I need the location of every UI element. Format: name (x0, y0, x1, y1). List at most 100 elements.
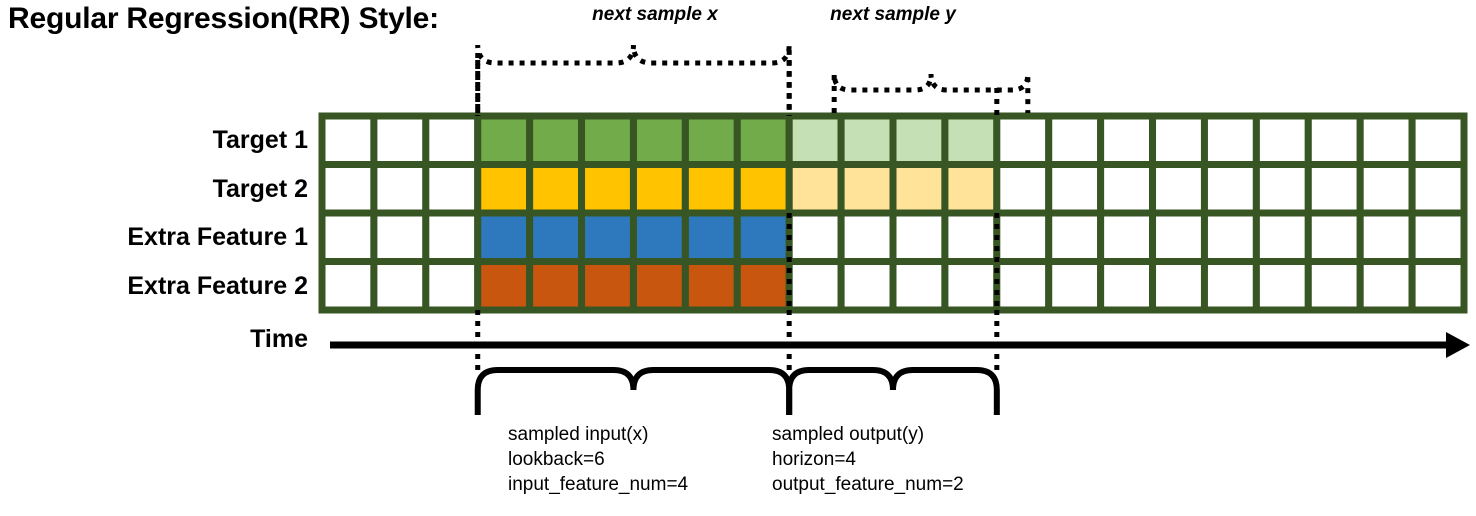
grid-cell (681, 112, 741, 168)
grid-cell (370, 209, 430, 265)
caption-output-line-1: sampled output(y) (772, 424, 925, 445)
grid-cell (733, 112, 793, 168)
row-label-extra-feature-1: Extra Feature 1 (127, 223, 308, 252)
grid-cell (1252, 112, 1312, 168)
grid-cell (1408, 258, 1468, 314)
grid-cell (422, 258, 482, 314)
grid-cell (993, 258, 1053, 314)
grid-cell (889, 209, 949, 265)
grid-cell (422, 209, 482, 265)
row-label-extra-feature-2: Extra Feature 2 (127, 271, 308, 300)
grid-cell (1304, 209, 1364, 265)
grid-cell (526, 258, 586, 314)
grid-cell (1097, 161, 1157, 217)
grid-cells (318, 112, 1468, 314)
grid-cell (1304, 258, 1364, 314)
grid-cell (474, 112, 534, 168)
grid-cell (785, 258, 845, 314)
grid-cell (837, 258, 897, 314)
grid-cell (1149, 161, 1208, 217)
grid-cell (1252, 209, 1312, 265)
grid-cell (681, 161, 741, 217)
grid-cell (370, 112, 430, 168)
brace-bottom-sampled-input (474, 367, 793, 415)
grid-cell (681, 258, 741, 314)
grid-cell (1149, 258, 1208, 314)
grid-cell (629, 161, 689, 217)
grid-cell (318, 161, 378, 217)
grid-cell (629, 258, 689, 314)
grid-cell (941, 258, 1001, 314)
page-title: Regular Regression(RR) Style: (8, 2, 439, 35)
grid-cell (474, 209, 534, 265)
caption-sampled-output: sampled output(y) horizon=4 output_featu… (772, 422, 964, 497)
grid-cell (1356, 161, 1416, 217)
grid-cell (1097, 258, 1157, 314)
grid-cell (785, 112, 845, 168)
grid-cell (993, 112, 1053, 168)
grid-cell (1408, 161, 1468, 217)
grid-cell (1356, 258, 1416, 314)
grid-cell (578, 258, 637, 314)
grid-cell (1097, 112, 1157, 168)
caption-output-line-3: output_feature_num=2 (772, 474, 964, 495)
brace-top-next-sample-y (831, 73, 1031, 113)
grid-cell (785, 161, 845, 217)
grid-cell (941, 161, 1001, 217)
grid-cell (526, 209, 586, 265)
brace-top-next-sample-x (475, 44, 792, 113)
grid-cell (733, 258, 793, 314)
grid-cell (422, 161, 482, 217)
grid-cell (993, 161, 1053, 217)
grid-cell (578, 161, 637, 217)
grid-cell (1045, 209, 1105, 265)
grid-cell (1408, 112, 1468, 168)
grid-cell (1356, 112, 1416, 168)
grid-cell (1200, 258, 1260, 314)
grid-cell (889, 112, 949, 168)
time-axis-label: Time (250, 325, 308, 353)
grid-cell (474, 258, 534, 314)
grid-cell (993, 209, 1053, 265)
grid-cell (1045, 161, 1105, 217)
grid-cell (370, 161, 430, 217)
caption-input-line-3: input_feature_num=4 (508, 474, 689, 495)
grid-cell (422, 112, 482, 168)
caption-input-line-2: lookback=6 (508, 449, 605, 470)
grid-cell (318, 258, 378, 314)
grid-cell (370, 258, 430, 314)
grid-cell (1097, 209, 1157, 265)
grid-cell (681, 209, 741, 265)
caption-output-line-2: horizon=4 (772, 449, 856, 470)
grid-cell (837, 209, 897, 265)
row-label-target-2: Target 2 (212, 174, 308, 203)
annotation-next-sample-y: next sample y (830, 4, 956, 25)
annotation-next-sample-x: next sample x (592, 4, 718, 25)
grid-cell (733, 161, 793, 217)
grid-cell (1408, 209, 1468, 265)
grid-cell (1200, 161, 1260, 217)
caption-input-line-1: sampled input(x) (508, 424, 649, 445)
grid-cell (1200, 209, 1260, 265)
grid-cell (1200, 112, 1260, 168)
grid-cell (474, 161, 534, 217)
grid-cell (578, 112, 637, 168)
grid-cell (1252, 161, 1312, 217)
grid-cell (941, 209, 1001, 265)
grid-cell (889, 258, 949, 314)
grid-cell (1045, 258, 1105, 314)
grid-cell (733, 209, 793, 265)
grid-cell (526, 161, 586, 217)
caption-sampled-input: sampled input(x) lookback=6 input_featur… (508, 422, 688, 497)
grid-cell (318, 112, 378, 168)
grid-cell (629, 209, 689, 265)
grid-cell (1045, 112, 1105, 168)
grid-outer-border (318, 112, 1468, 314)
brace-bottom-sampled-output (786, 367, 1000, 415)
grid-cell (578, 209, 637, 265)
grid-cell (837, 112, 897, 168)
grid-cell (889, 161, 949, 217)
grid-cell (318, 209, 378, 265)
